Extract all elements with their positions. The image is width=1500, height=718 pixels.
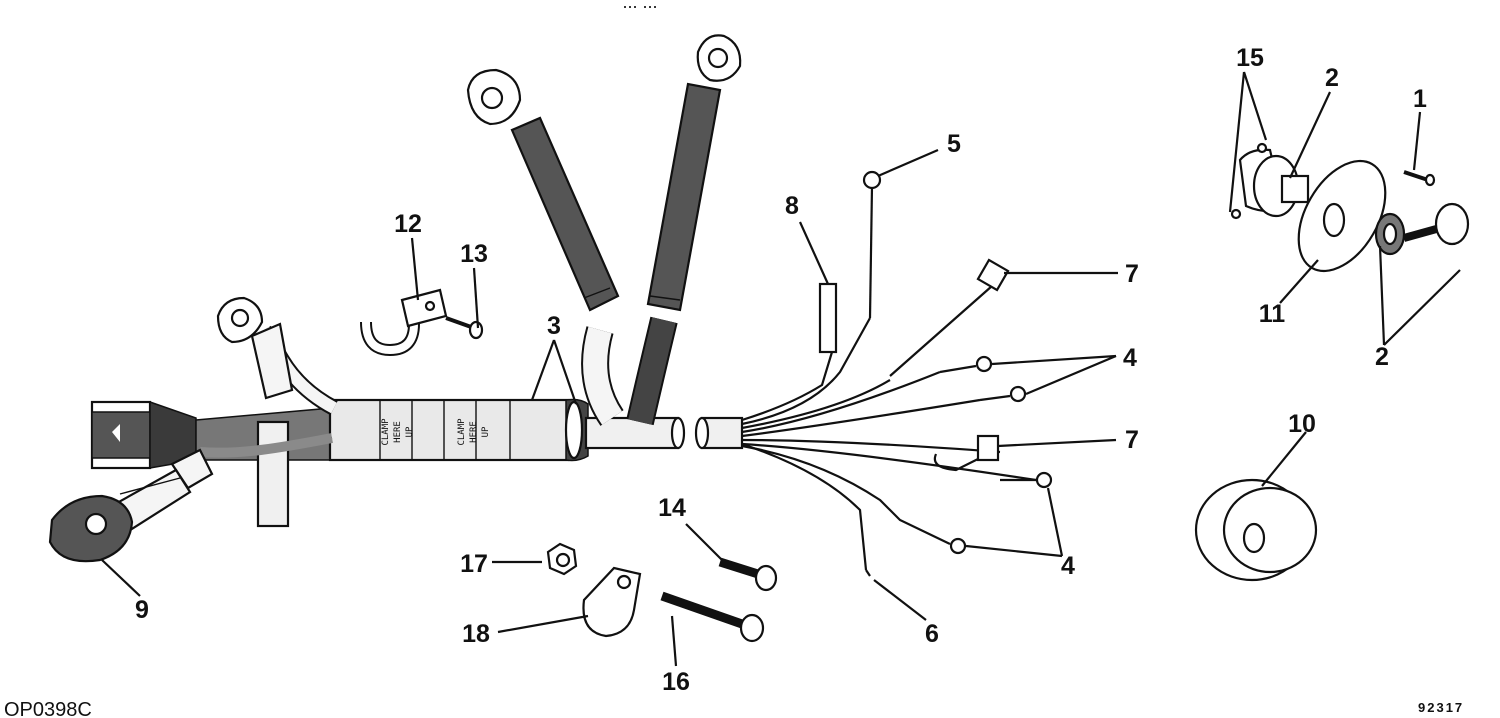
callout-14: 14 <box>658 494 686 522</box>
ground-lead-upper <box>216 296 338 416</box>
ignition-switch <box>1230 142 1310 220</box>
callout-13: 13 <box>460 240 488 268</box>
wire-fanout <box>741 170 1053 577</box>
callout-18: 18 <box>462 620 490 648</box>
gauge-10 <box>1194 478 1318 582</box>
clamp-label-line2: HERE <box>393 421 403 443</box>
callout-11: 11 <box>1259 300 1286 328</box>
nut-17 <box>546 542 578 576</box>
callout-12: 12 <box>394 210 422 238</box>
callout-4-upper: 4 <box>1123 344 1137 372</box>
callout-6: 6 <box>925 620 939 648</box>
screw-13 <box>445 316 484 340</box>
clamp-label-line1b: CLAMP <box>457 418 467 446</box>
drawing-number: 92317 <box>1418 700 1464 715</box>
callout-2-bottom: 2 <box>1375 343 1389 371</box>
clip-18 <box>582 566 642 638</box>
callout-15: 15 <box>1236 44 1264 72</box>
callout-9: 9 <box>135 596 149 624</box>
callout-2-top: 2 <box>1325 64 1339 92</box>
ignition-key <box>1402 202 1470 246</box>
harness-boot <box>90 400 197 470</box>
cable-clamp-12 <box>360 288 448 357</box>
callout-7-upper: 7 <box>1125 260 1139 288</box>
callout-10: 10 <box>1288 410 1316 438</box>
figure-id: OP0398C <box>4 699 92 718</box>
clamp-label-line3: UP <box>405 426 415 437</box>
callout-8: 8 <box>785 192 799 220</box>
callout-labels: 1 2 2 3 4 4 5 6 7 7 8 9 10 11 12 13 14 1… <box>135 44 1427 696</box>
callout-3: 3 <box>547 312 561 340</box>
callout-5: 5 <box>947 130 961 158</box>
screw-16 <box>660 591 765 643</box>
clamp-sleeve: CLAMP HERE UP CLAMP HERE UP <box>328 398 570 462</box>
callout-1: 1 <box>1413 85 1427 113</box>
clamp-label-line3b: UP <box>481 426 491 437</box>
battery-cables-upper <box>466 34 742 460</box>
header-text: ... ... <box>622 0 657 12</box>
clamp-label-line2b: HERE <box>469 421 479 443</box>
callout-16: 16 <box>662 668 690 696</box>
battery-lead-left <box>48 433 333 563</box>
callout-4-lower: 4 <box>1061 552 1075 580</box>
leader-lines <box>101 71 1461 667</box>
clamp-label-line1: CLAMP <box>381 418 391 446</box>
screw-14 <box>718 557 778 592</box>
callout-7-lower: 7 <box>1125 426 1139 454</box>
screw-1 <box>1403 170 1436 187</box>
callout-17: 17 <box>460 550 488 578</box>
